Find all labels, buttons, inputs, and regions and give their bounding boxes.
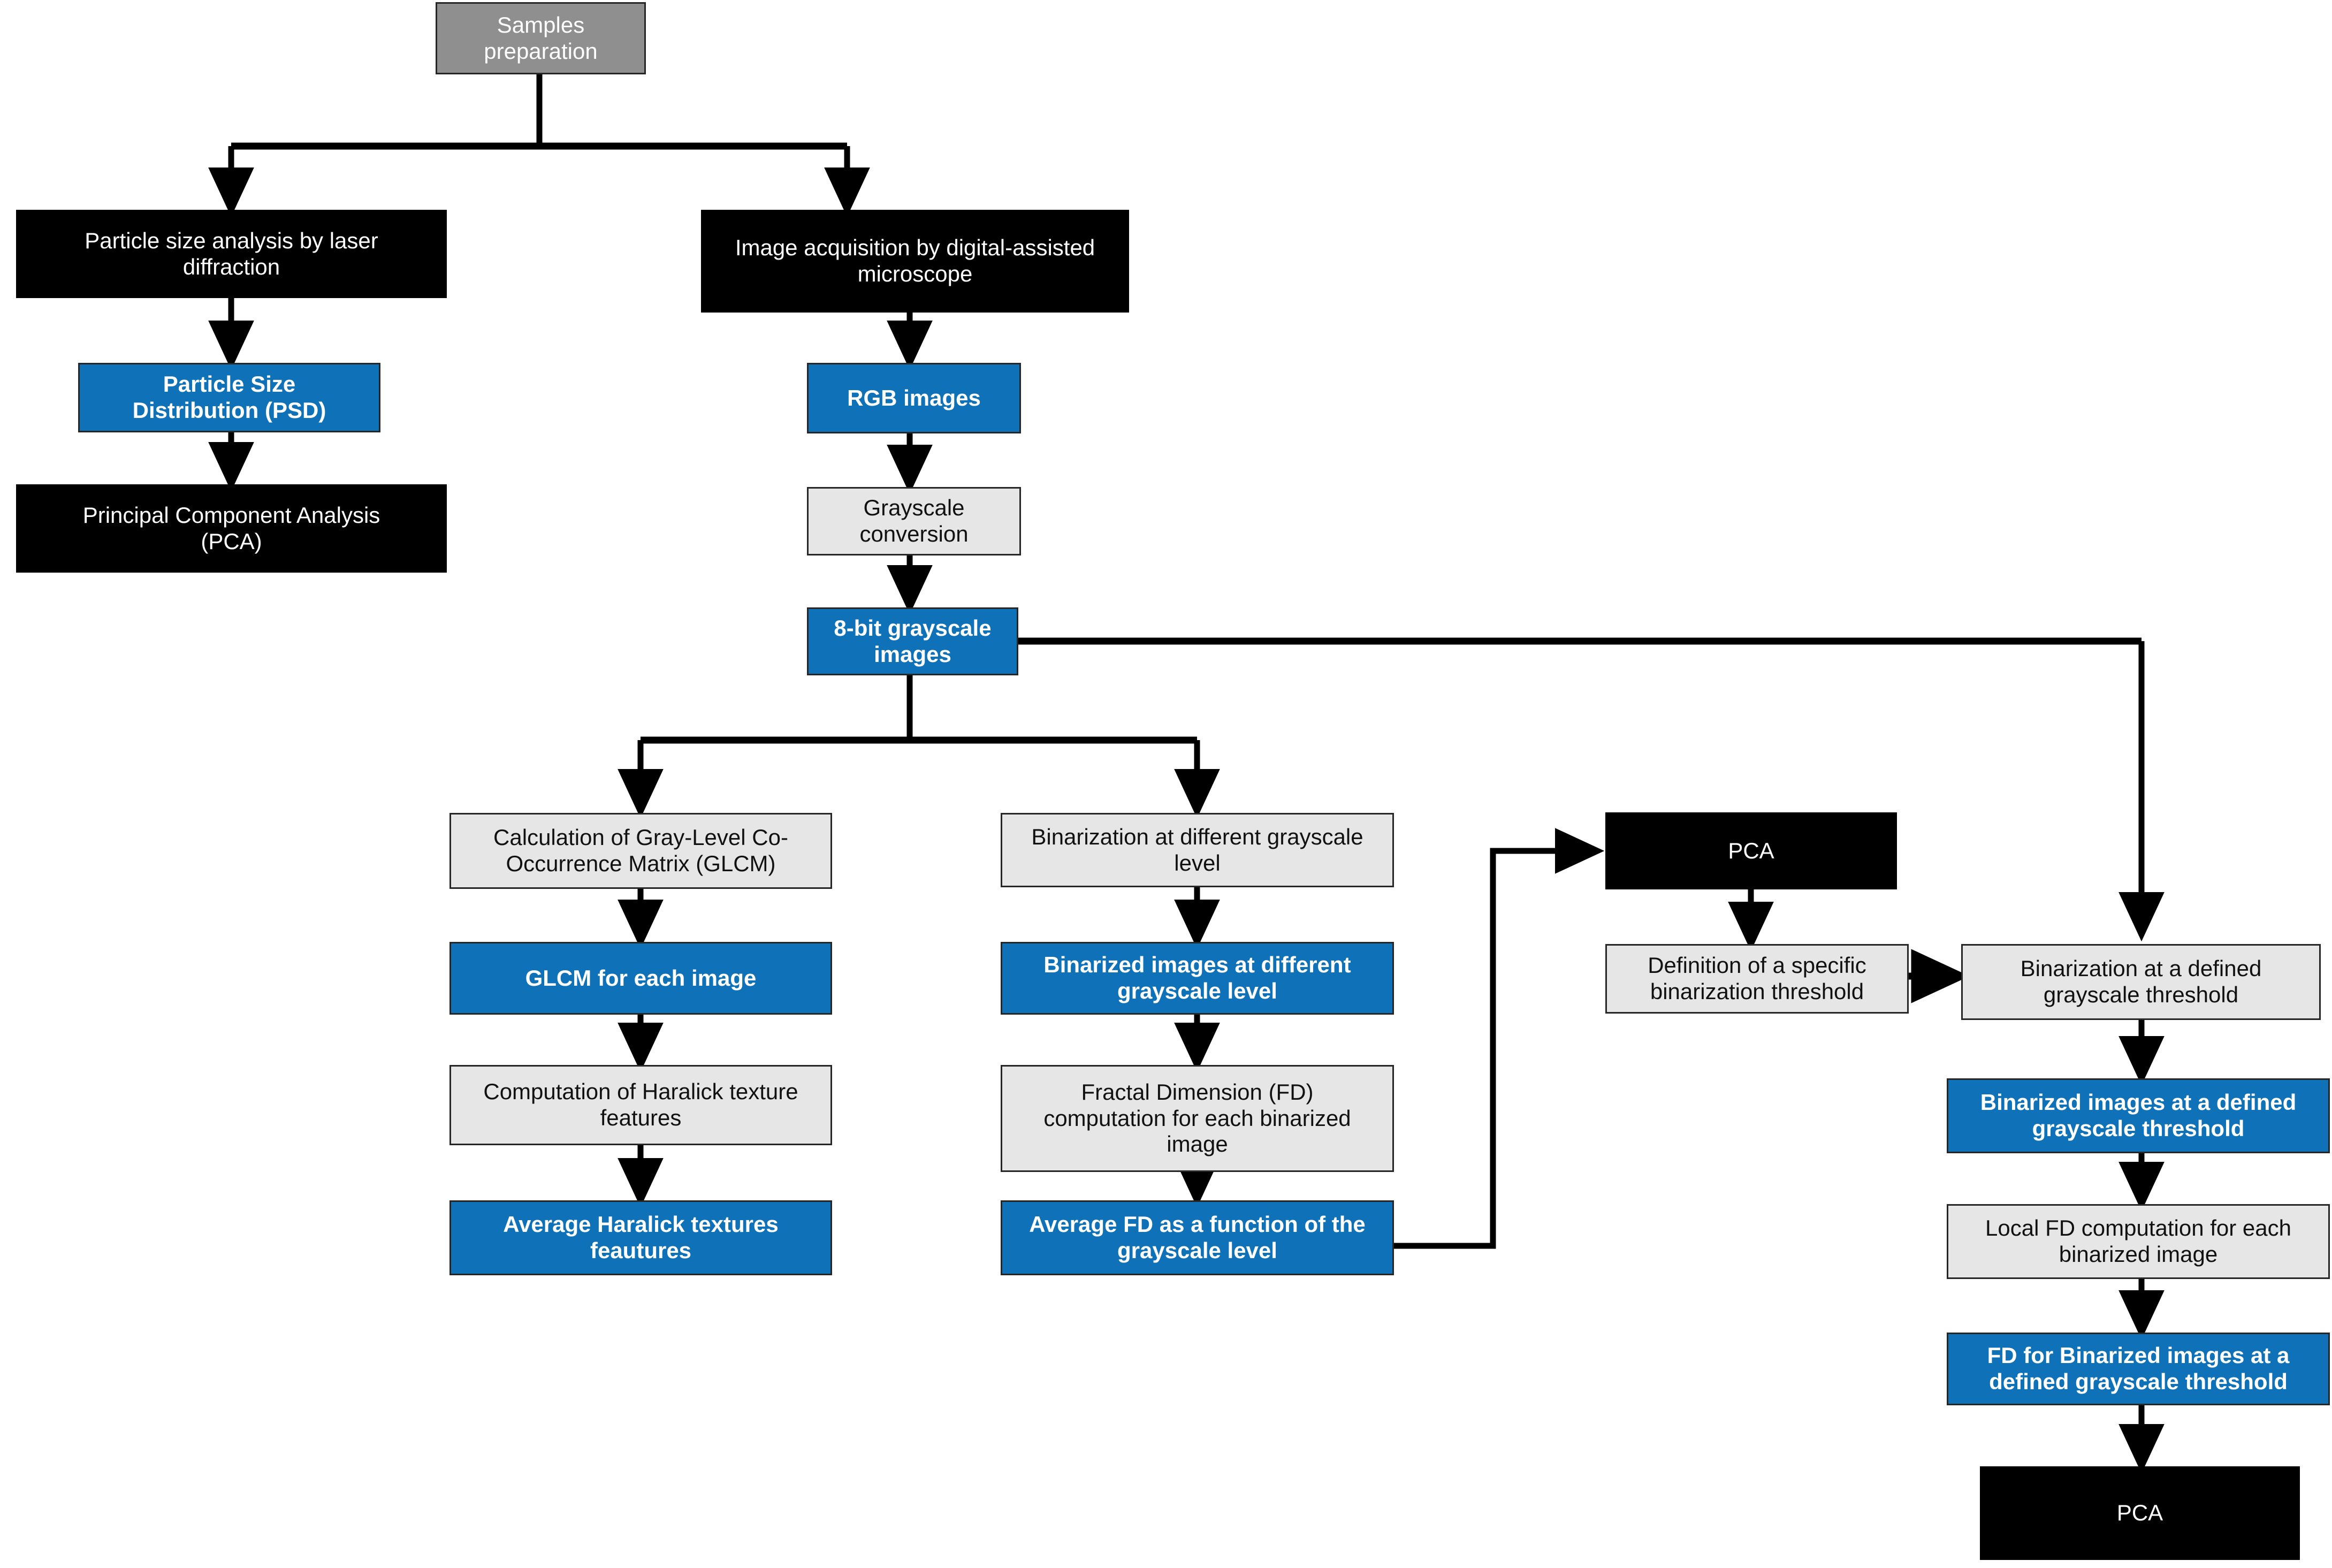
node-local-fd-computation[interactable]: Local FD computation for each binarized … (1947, 1204, 2330, 1279)
node-image-acquisition[interactable]: Image acquisition by digital-assisted mi… (701, 210, 1129, 313)
node-8bit-grayscale-images[interactable]: 8-bit grayscale images (807, 607, 1018, 675)
node-fd-binarized-defined-threshold[interactable]: FD for Binarized images at a defined gra… (1947, 1333, 2330, 1405)
node-average-haralick-features[interactable]: Average Haralick textures feautures (449, 1200, 832, 1275)
node-fd-computation[interactable]: Fractal Dimension (FD) computation for e… (1001, 1065, 1394, 1172)
node-binarized-images-different-level[interactable]: Binarized images at different grayscale … (1001, 942, 1394, 1015)
node-definition-binarization-threshold[interactable]: Definition of a specific binarization th… (1605, 944, 1909, 1014)
node-binarized-images-defined-threshold[interactable]: Binarized images at a defined grayscale … (1947, 1078, 2330, 1153)
node-binarization-defined-threshold[interactable]: Binarization at a defined grayscale thre… (1961, 944, 2321, 1020)
node-glcm-calculation[interactable]: Calculation of Gray-Level Co- Occurrence… (449, 813, 832, 889)
node-rgb-images[interactable]: RGB images (807, 363, 1021, 433)
node-binarization-different-level[interactable]: Binarization at different grayscale leve… (1001, 813, 1394, 887)
node-samples-preparation[interactable]: Samples preparation (436, 2, 646, 74)
node-particle-size-distribution[interactable]: Particle Size Distribution (PSD) (78, 363, 380, 432)
node-pca-middle[interactable]: PCA (1605, 812, 1897, 889)
node-glcm-for-each-image[interactable]: GLCM for each image (449, 942, 832, 1015)
node-grayscale-conversion[interactable]: Grayscale conversion (807, 487, 1021, 555)
node-average-fd-function[interactable]: Average FD as a function of the grayscal… (1001, 1200, 1394, 1275)
node-haralick-computation[interactable]: Computation of Haralick texture features (449, 1065, 832, 1145)
node-pca-right[interactable]: PCA (1980, 1466, 2300, 1560)
node-particle-size-analysis[interactable]: Particle size analysis by laser diffract… (16, 210, 447, 298)
node-pca-left[interactable]: Principal Component Analysis (PCA) (16, 484, 447, 573)
